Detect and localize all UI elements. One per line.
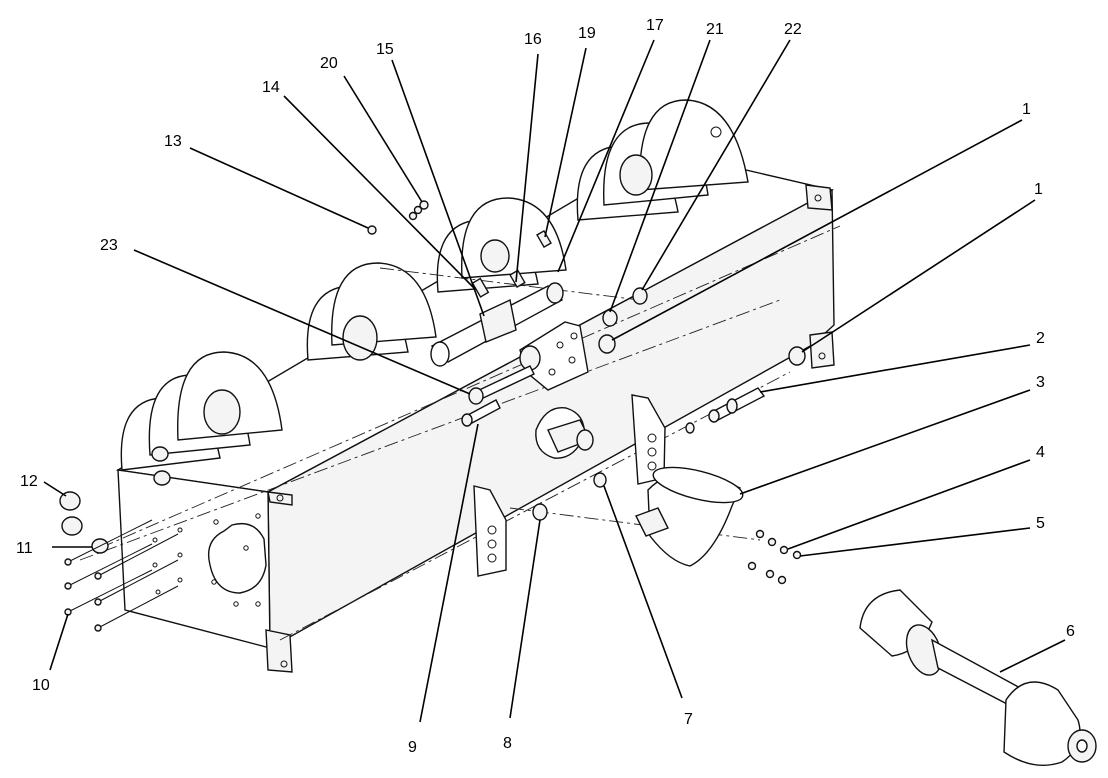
- disc-stack-4: [576, 99, 749, 221]
- callout-1-lower: 1: [1034, 181, 1043, 198]
- mount-plate-right: [631, 394, 666, 485]
- leader-lines: [43, 39, 1066, 723]
- callout-11: 11: [16, 540, 33, 557]
- callout-3: 3: [1036, 374, 1045, 391]
- disc-stack-3: [436, 197, 567, 293]
- callout-7: 7: [684, 711, 693, 728]
- nut-8: [532, 503, 548, 521]
- corner-bolt: [276, 494, 284, 502]
- plug-12b: [61, 516, 83, 536]
- knob-1a: [598, 334, 616, 354]
- callout-20: 20: [320, 55, 338, 72]
- callout-labels: 1 1 2 3 4 5 6 7 8 9 10 11 12 13 14 15 16…: [16, 17, 1075, 756]
- housing-right-bracket: [805, 184, 833, 211]
- disc-stack-1: [120, 351, 283, 471]
- long-bolt-23: [468, 365, 535, 405]
- lower-bracket-bolt: [818, 352, 826, 360]
- callout-10: 10: [32, 677, 50, 694]
- disc-hub-4: [619, 154, 653, 196]
- knob-1b: [788, 346, 806, 366]
- nut-13: [367, 225, 377, 235]
- housing-lower-right-bracket: [809, 331, 835, 369]
- bracket-bolt: [814, 194, 822, 202]
- callout-2: 2: [1036, 330, 1045, 347]
- driveline-6: [859, 589, 1097, 766]
- pin-9: [461, 399, 501, 427]
- callout-22: 22: [784, 21, 802, 38]
- bolt-set-10: [64, 519, 179, 632]
- callout-23: 23: [100, 237, 118, 254]
- callout-16: 16: [524, 31, 542, 48]
- callout-13: 13: [164, 133, 182, 150]
- nut-22: [632, 287, 648, 305]
- callout-5: 5: [1036, 515, 1045, 532]
- bearing-shaft-15: [430, 282, 564, 367]
- screws-4-5: [747, 529, 802, 585]
- housing-corner-bolt-plate: [267, 491, 293, 506]
- housing-foot: [265, 629, 293, 673]
- shield-cone-3: [635, 466, 744, 567]
- callout-21: 21: [706, 21, 724, 38]
- disc-hub-1: [203, 389, 241, 435]
- callout-9: 9: [408, 739, 417, 756]
- disc-hub-2: [342, 315, 378, 361]
- callout-12: 12: [20, 473, 38, 490]
- callout-19: 19: [578, 25, 596, 42]
- disc-stack-2: [306, 262, 437, 361]
- plug-12a: [59, 491, 81, 511]
- callout-14: 14: [262, 79, 280, 96]
- bearing-flange-17: [519, 321, 589, 391]
- washer-7: [593, 472, 607, 488]
- end-face-bearing-cutout: [207, 522, 267, 594]
- end-face-bolt-holes: [152, 527, 183, 595]
- callout-6: 6: [1066, 623, 1075, 640]
- shaft-2: [685, 387, 766, 434]
- callout-17: 17: [646, 17, 664, 34]
- callout-4: 4: [1036, 444, 1045, 461]
- callout-15: 15: [376, 41, 394, 58]
- small-hardware-top: [367, 200, 806, 366]
- mount-plate-left: [473, 485, 507, 577]
- callout-8: 8: [503, 735, 512, 752]
- washer-21: [602, 309, 618, 327]
- washer-20: [419, 200, 429, 210]
- disc-hub-3: [480, 239, 510, 273]
- callout-1-upper: 1: [1022, 101, 1031, 118]
- foot-bolt: [280, 660, 288, 668]
- splined-hub: [535, 406, 594, 459]
